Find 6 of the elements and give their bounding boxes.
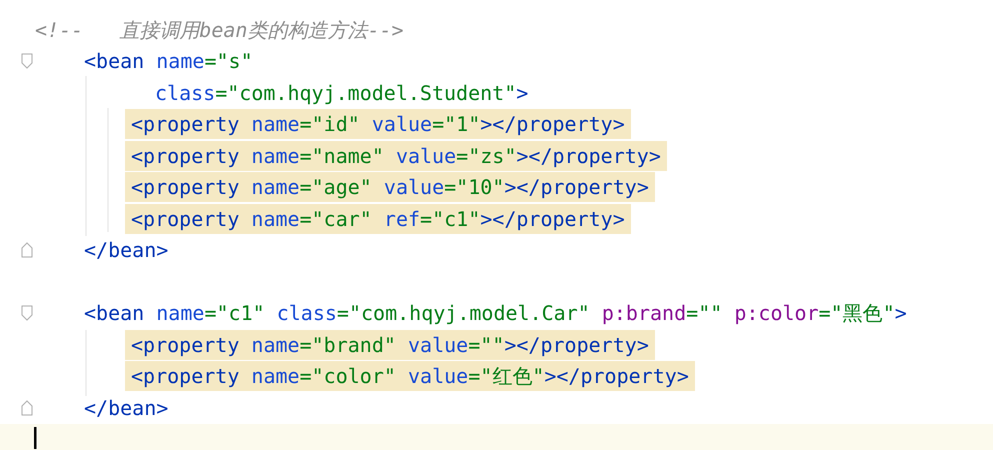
code-line: </bean> <box>84 237 168 264</box>
code-line: class="com.hqyj.model.Student"> <box>155 80 528 107</box>
code-comment: <!-- 直接调用bean类的构造方法--> <box>35 17 404 44</box>
code-line: <bean name="c1" class="com.hqyj.model.Car" p:brand="" p:color="黑色"> <box>84 300 907 327</box>
code-line: <bean name="s" <box>84 48 253 75</box>
code-line: </bean> <box>84 395 168 422</box>
